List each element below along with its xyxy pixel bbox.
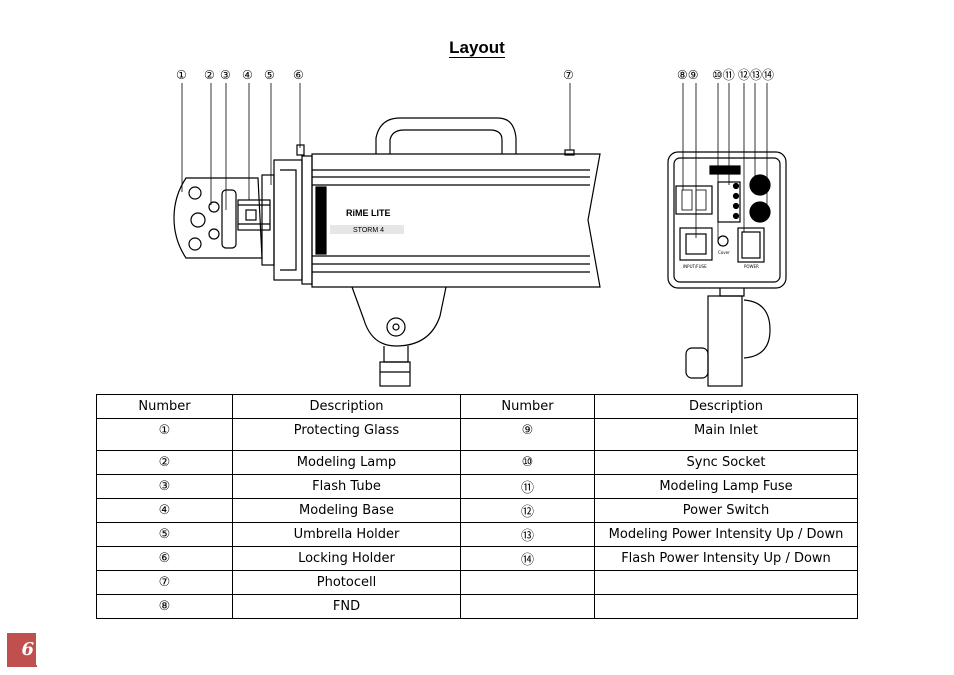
cell-number: ⑫ xyxy=(460,498,595,523)
callout-3: ③ xyxy=(220,68,231,82)
layout-diagram: ① ② ③ ④ ⑤ ⑥ ⑦ ⑧⑨ ⑩⑪ ⑫⑬⑭ xyxy=(173,68,787,387)
parts-table: Number Description Number Description ① … xyxy=(96,394,858,619)
table-row: ① Protecting Glass ⑨ Main Inlet xyxy=(96,418,858,451)
cell-description: Modeling Power Intensity Up / Down xyxy=(594,522,858,547)
cell-number xyxy=(460,594,595,619)
cell-number: ⑪ xyxy=(460,474,595,499)
header-number-1: Number xyxy=(96,394,233,419)
table-row: ⑤ Umbrella Holder ⑬ Modeling Power Inten… xyxy=(96,522,858,547)
callout-10-11: ⑩⑪ xyxy=(712,68,735,82)
cell-description: Modeling Base xyxy=(232,498,461,523)
callout-8-9: ⑧⑨ xyxy=(677,68,699,82)
cell-number: ⑥ xyxy=(96,546,233,571)
page-title: Layout xyxy=(449,38,505,58)
inlet-label: INPUT/FUSE xyxy=(683,264,707,269)
collar xyxy=(261,144,313,285)
callout-labels-side: ① ② ③ ④ ⑤ ⑥ ⑦ xyxy=(176,68,574,82)
table-row: ⑥ Locking Holder ⑭ Flash Power Intensity… xyxy=(96,546,858,571)
cell-description: FND xyxy=(232,594,461,619)
stand-mount xyxy=(351,286,447,387)
callout-12-13-14: ⑫⑬⑭ xyxy=(738,68,774,82)
header-description-2: Description xyxy=(594,394,858,419)
cell-number: ② xyxy=(96,450,233,475)
table-header-row: Number Description Number Description xyxy=(96,394,858,419)
cell-number: ③ xyxy=(96,474,233,499)
cell-number: ⑬ xyxy=(460,522,595,547)
cell-number: ⑦ xyxy=(96,570,233,595)
cell-number: ⑤ xyxy=(96,522,233,547)
table-row: ⑦ Photocell xyxy=(96,570,858,595)
table-row: ⑧ FND xyxy=(96,594,858,619)
cell-number: ⑩ xyxy=(460,450,595,475)
callout-1: ① xyxy=(176,68,187,82)
cell-description: Umbrella Holder xyxy=(232,522,461,547)
cell-number xyxy=(460,570,595,595)
cell-description: Flash Power Intensity Up / Down xyxy=(594,546,858,571)
cell-number: ④ xyxy=(96,498,233,523)
cell-description xyxy=(594,594,858,619)
cell-description: Protecting Glass xyxy=(232,418,461,451)
callout-7: ⑦ xyxy=(563,68,574,82)
cell-description: Power Switch xyxy=(594,498,858,523)
photocell xyxy=(564,149,575,156)
table-row: ③ Flash Tube ⑪ Modeling Lamp Fuse xyxy=(96,474,858,499)
callout-5: ⑤ xyxy=(264,68,275,82)
flash-body xyxy=(311,153,601,288)
cell-description: Modeling Lamp xyxy=(232,450,461,475)
cell-number: ⑭ xyxy=(460,546,595,571)
cell-number: ⑧ xyxy=(96,594,233,619)
brand-logo: RiME LITE xyxy=(346,208,391,218)
power-label: POWER xyxy=(744,264,759,269)
header-description-1: Description xyxy=(232,394,461,419)
cell-description xyxy=(594,570,858,595)
callout-6: ⑥ xyxy=(293,68,304,82)
callout-4: ④ xyxy=(242,68,253,82)
carry-handle xyxy=(375,117,517,154)
callout-2: ② xyxy=(204,68,215,82)
front-plate xyxy=(173,177,271,259)
model-label: STORM 4 xyxy=(353,227,384,234)
cell-description: Flash Tube xyxy=(232,474,461,499)
cell-description: Photocell xyxy=(232,570,461,595)
cell-description: Locking Holder xyxy=(232,546,461,571)
table-row: ④ Modeling Base ⑫ Power Switch xyxy=(96,498,858,523)
cell-number: ⑨ xyxy=(460,418,595,451)
cell-description: Sync Socket xyxy=(594,450,858,475)
page-number-rule xyxy=(7,665,37,667)
cell-description: Modeling Lamp Fuse xyxy=(594,474,858,499)
table-row: ② Modeling Lamp ⑩ Sync Socket xyxy=(96,450,858,475)
sync-label: Cover xyxy=(718,250,730,255)
page-number-badge: 6 xyxy=(7,633,36,665)
header-number-2: Number xyxy=(460,394,595,419)
callout-labels-rear: ⑧⑨ ⑩⑪ ⑫⑬⑭ xyxy=(677,68,774,82)
cell-description: Main Inlet xyxy=(594,418,858,451)
cell-number: ① xyxy=(96,418,233,451)
rear-view xyxy=(667,151,787,387)
